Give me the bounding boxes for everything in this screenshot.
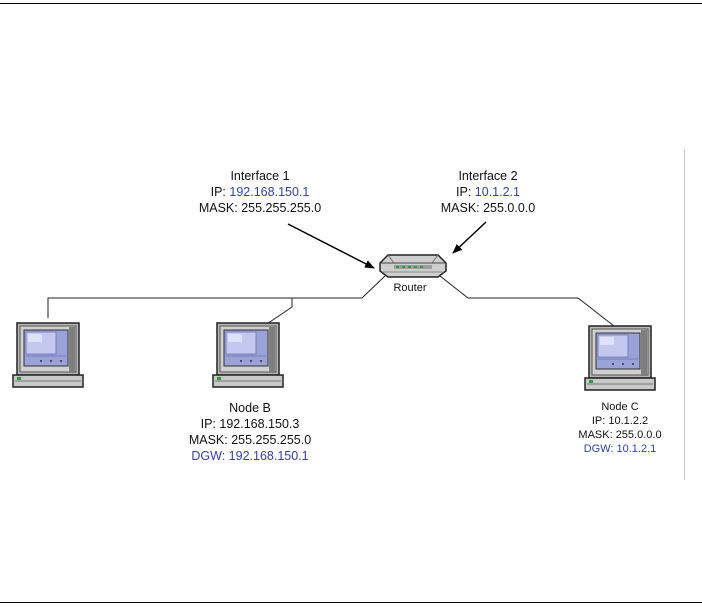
interface-1-label: Interface 1 IP: 192.168.150.1 MASK: 255.… bbox=[180, 168, 340, 216]
node-c-label: Node C IP: 10.1.2.2 MASK: 255.0.0.0 DGW:… bbox=[555, 400, 685, 456]
computer-icon bbox=[13, 323, 83, 387]
interface-2-ip-label: IP: bbox=[456, 185, 471, 199]
node-b-mask: MASK: 255.255.255.0 bbox=[170, 432, 330, 448]
node-c-dgw: DGW: 10.1.2.1 bbox=[555, 442, 685, 456]
interface-1-mask: MASK: 255.255.255.0 bbox=[180, 200, 340, 216]
node-b-title: Node B bbox=[170, 400, 330, 416]
node-c-ip: IP: 10.1.2.2 bbox=[555, 414, 685, 428]
node-b-dgw: DGW: 192.168.150.1 bbox=[170, 448, 330, 464]
interface-1-ip-label: IP: bbox=[211, 185, 226, 199]
node-b-ip: IP: 192.168.150.3 bbox=[170, 416, 330, 432]
computer-icon bbox=[213, 323, 283, 387]
interface-1-arrow bbox=[288, 224, 374, 268]
node-c-title: Node C bbox=[555, 400, 685, 414]
node-c-mask: MASK: 255.0.0.0 bbox=[555, 428, 685, 442]
interface-2-ip: 10.1.2.1 bbox=[475, 185, 520, 199]
interface-2-arrow bbox=[453, 222, 486, 253]
interface-1-title: Interface 1 bbox=[180, 168, 340, 184]
interface-1-ip: 192.168.150.1 bbox=[229, 185, 309, 199]
computer-icon bbox=[585, 326, 655, 390]
interface-2-mask: MASK: 255.0.0.0 bbox=[418, 200, 558, 216]
node-b-label: Node B IP: 192.168.150.3 MASK: 255.255.2… bbox=[170, 400, 330, 464]
router-label: Router bbox=[380, 280, 440, 296]
interface-2-title: Interface 2 bbox=[418, 168, 558, 184]
network-cables bbox=[48, 276, 614, 330]
router-icon bbox=[380, 255, 446, 277]
interface-2-label: Interface 2 IP: 10.1.2.1 MASK: 255.0.0.0 bbox=[418, 168, 558, 216]
